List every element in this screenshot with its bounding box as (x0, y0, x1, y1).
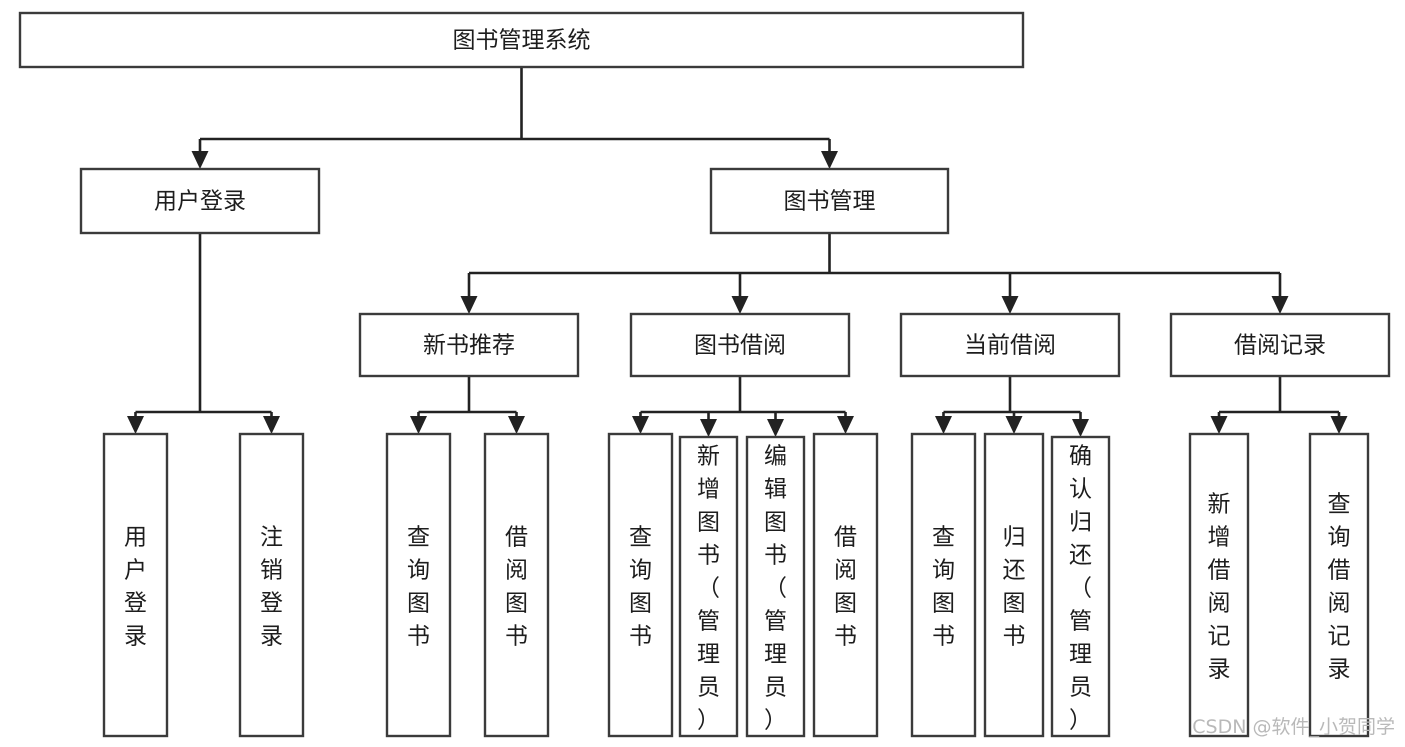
arrow-head-icon (1001, 296, 1019, 314)
leaf-add-book-label: 新增图书（管理员） (697, 444, 720, 734)
arrow-head-icon (1271, 296, 1289, 314)
current-borrow-box[interactable] (899, 312, 1121, 378)
leaf-node-leaf-borrow-book-1[interactable]: 借阅图书 (483, 432, 550, 738)
leaf-borrow-book-2-box[interactable] (812, 432, 879, 738)
leaf-confirm-return-box[interactable] (1050, 435, 1111, 738)
leaf-add-book-box[interactable] (678, 435, 739, 738)
arrow-head-icon (837, 416, 854, 434)
leaf-return-book-label: 归还图书 (1003, 525, 1026, 650)
leaf-query-book-3-box[interactable] (910, 432, 977, 738)
book-borrow-box[interactable] (629, 312, 851, 378)
leaf-borrow-book-2-label: 借阅图书 (834, 525, 857, 650)
book-management-box[interactable] (709, 167, 950, 235)
borrow-record-label: 借阅记录 (1234, 333, 1326, 359)
leaf-node-leaf-edit-book[interactable]: 编辑图书（管理员） (745, 435, 806, 738)
arrow-head-icon (767, 419, 784, 437)
leaf-edit-book-box[interactable] (745, 435, 806, 738)
leaf-borrow-book-1-label: 借阅图书 (505, 525, 528, 650)
leaf-add-borrow-record-label: 新增借阅记录 (1208, 492, 1231, 683)
level3-node-book-borrow[interactable]: 图书借阅 (629, 312, 851, 378)
leaf-edit-book-label: 编辑图书（管理员） (764, 444, 787, 734)
leaf-query-book-1-box[interactable] (385, 432, 452, 738)
new-book-recommend-label: 新书推荐 (423, 333, 515, 359)
arrow-head-icon (508, 416, 525, 434)
level3-node-current-borrow[interactable]: 当前借阅 (899, 312, 1121, 378)
leaf-logout-login-box[interactable] (238, 432, 305, 738)
root-label: 图书管理系统 (453, 28, 591, 54)
root-box[interactable] (18, 11, 1025, 69)
leaf-node-leaf-query-borrow-record[interactable]: 查询借阅记录 (1308, 432, 1370, 738)
level3-node-new-book-recommend[interactable]: 新书推荐 (358, 312, 580, 378)
csdn-watermark: CSDN @软件_小贺同学 (1192, 716, 1395, 738)
node-layer: 图书管理系统用户登录图书管理新书推荐图书借阅当前借阅借阅记录用户登录注销登录查询… (18, 11, 1391, 738)
leaf-node-leaf-query-book-3[interactable]: 查询图书 (910, 432, 977, 738)
leaf-query-book-2-box[interactable] (607, 432, 674, 738)
current-borrow-label: 当前借阅 (964, 333, 1056, 359)
leaf-query-book-3-label: 查询图书 (932, 525, 955, 650)
arrow-head-icon (263, 416, 280, 434)
level3-node-borrow-record[interactable]: 借阅记录 (1169, 312, 1391, 378)
leaf-node-leaf-add-book[interactable]: 新增图书（管理员） (678, 435, 739, 738)
leaf-query-borrow-record-label: 查询借阅记录 (1328, 492, 1351, 683)
user-login-label: 用户登录 (154, 189, 246, 215)
new-book-recommend-box[interactable] (358, 312, 580, 378)
leaf-node-leaf-confirm-return[interactable]: 确认归还（管理员） (1050, 435, 1111, 738)
leaf-query-book-2-label: 查询图书 (629, 525, 652, 650)
leaf-node-leaf-query-book-1[interactable]: 查询图书 (385, 432, 452, 738)
arrow-head-icon (1210, 416, 1228, 434)
arrow-head-icon (1005, 416, 1023, 434)
leaf-logout-login-label: 注销登录 (260, 525, 283, 650)
connector-layer (127, 67, 1348, 437)
leaf-node-leaf-query-book-2[interactable]: 查询图书 (607, 432, 674, 738)
arrow-head-icon (1072, 419, 1089, 437)
leaf-user-login-label: 用户登录 (124, 525, 147, 650)
leaf-node-leaf-add-borrow-record[interactable]: 新增借阅记录 (1188, 432, 1250, 738)
level2-node-user-login[interactable]: 用户登录 (79, 167, 321, 235)
root-node-root[interactable]: 图书管理系统 (18, 11, 1025, 69)
leaf-node-leaf-borrow-book-2[interactable]: 借阅图书 (812, 432, 879, 738)
arrow-head-icon (632, 416, 649, 434)
arrow-head-icon (821, 151, 838, 169)
level2-node-book-management[interactable]: 图书管理 (709, 167, 950, 235)
borrow-record-box[interactable] (1169, 312, 1391, 378)
arrow-head-icon (460, 296, 478, 314)
leaf-user-login-box[interactable] (102, 432, 169, 738)
leaf-query-book-1-label: 查询图书 (407, 525, 430, 650)
leaf-node-leaf-logout-login[interactable]: 注销登录 (238, 432, 305, 738)
user-login-box[interactable] (79, 167, 321, 235)
leaf-borrow-book-1-box[interactable] (483, 432, 550, 738)
leaf-query-borrow-record-box[interactable] (1308, 432, 1370, 738)
book-borrow-label: 图书借阅 (694, 333, 786, 359)
leaf-node-leaf-return-book[interactable]: 归还图书 (983, 432, 1045, 738)
arrow-head-icon (700, 419, 717, 437)
book-management-label: 图书管理 (784, 189, 876, 215)
leaf-add-borrow-record-box[interactable] (1188, 432, 1250, 738)
arrow-head-icon (1330, 416, 1348, 434)
leaf-return-book-box[interactable] (983, 432, 1045, 738)
arrow-head-icon (731, 296, 749, 314)
arrow-head-icon (191, 151, 209, 169)
arrow-head-icon (935, 416, 952, 434)
arrow-head-icon (127, 416, 144, 434)
leaf-node-leaf-user-login[interactable]: 用户登录 (102, 432, 169, 738)
leaf-confirm-return-label: 确认归还（管理员） (1069, 444, 1092, 734)
arrow-head-icon (410, 416, 427, 434)
